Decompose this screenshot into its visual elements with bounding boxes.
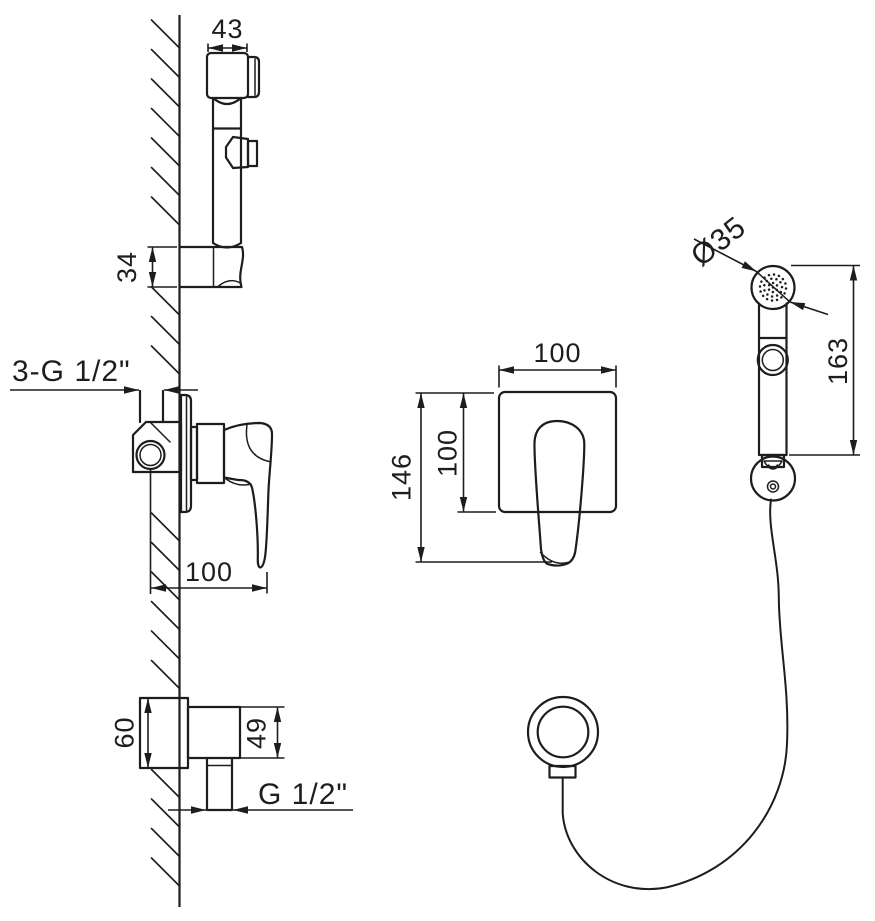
dim-34-label: 34 [112, 251, 142, 283]
dim-100-valve-label: 100 [185, 557, 233, 587]
sprayer-neck-arc [211, 96, 243, 106]
handshower-side-view: 43 34 [112, 14, 261, 289]
wall-section [150, 15, 181, 907]
dim-60-label: 60 [110, 716, 140, 748]
dia-35-leader-upper [693, 238, 757, 273]
dim-100-width-label: 100 [533, 338, 581, 368]
sprayer-head-cap [246, 55, 261, 99]
mixer-valve-side-view: 3-G 1/2" 100 [10, 355, 274, 594]
valve-connection-label: 3-G 1/2" [12, 355, 131, 388]
sprayer-trigger-button [224, 135, 250, 170]
sprayer-holder-ring [749, 455, 797, 502]
dia-35-leader-lower [789, 301, 829, 316]
valve-inlet-port-inner [139, 443, 162, 467]
sprayer-body-tube [211, 96, 243, 249]
wall-bracket [178, 245, 245, 289]
dim-163-label: 163 [823, 337, 853, 385]
outlet-thread-label: G 1/2" [258, 778, 348, 811]
dim-49-label: 49 [242, 717, 272, 749]
shower-hose [561, 498, 789, 890]
dim-100-height-label: 100 [433, 429, 463, 477]
holder-screw-outer [766, 480, 780, 493]
trim-lever-lip [539, 551, 571, 565]
outlet-stub-pipe [205, 756, 234, 812]
holder-cone-detail [763, 460, 783, 470]
wall-hatching [150, 19, 181, 887]
outlet-body-box [186, 705, 242, 760]
sprayer-head-side [205, 51, 250, 100]
dim-163-extensions [789, 264, 860, 456]
wall-bracket-detail [212, 247, 242, 288]
trim-lever-handle [533, 419, 586, 567]
valve-cartridge [195, 422, 226, 485]
outlet-front-inner-ring [536, 705, 590, 759]
handshower-front-view: Ø35 163 [526, 210, 860, 890]
dim-146-extensions [415, 392, 552, 563]
trim-front-view: 100 146 100 [387, 338, 618, 567]
sprayer-handle-front [757, 302, 788, 457]
dim-43-label: 43 [211, 14, 243, 44]
dim-100-width-extensions [498, 365, 617, 388]
outlet-front-tab [548, 764, 577, 779]
sprayer-trigger-cap [246, 139, 259, 168]
sprayer-button-inner [761, 348, 785, 372]
trim-plate [497, 390, 618, 514]
valve-handle-detail [225, 423, 270, 486]
dim-146-label: 146 [387, 453, 417, 501]
holder-screw-inner [769, 483, 777, 490]
supply-pipes [138, 389, 165, 424]
valve-handle-side [222, 421, 274, 569]
diameter-chord-line [755, 271, 791, 303]
sprayer-head-front [750, 264, 796, 311]
valve-flange-plate [179, 393, 193, 514]
valve-body [131, 420, 183, 474]
valve-body-chamfer [149, 421, 171, 443]
sprayer-button-outer [756, 343, 789, 377]
wall-outlet-side-view: 60 49 G 1/2" [110, 696, 353, 814]
